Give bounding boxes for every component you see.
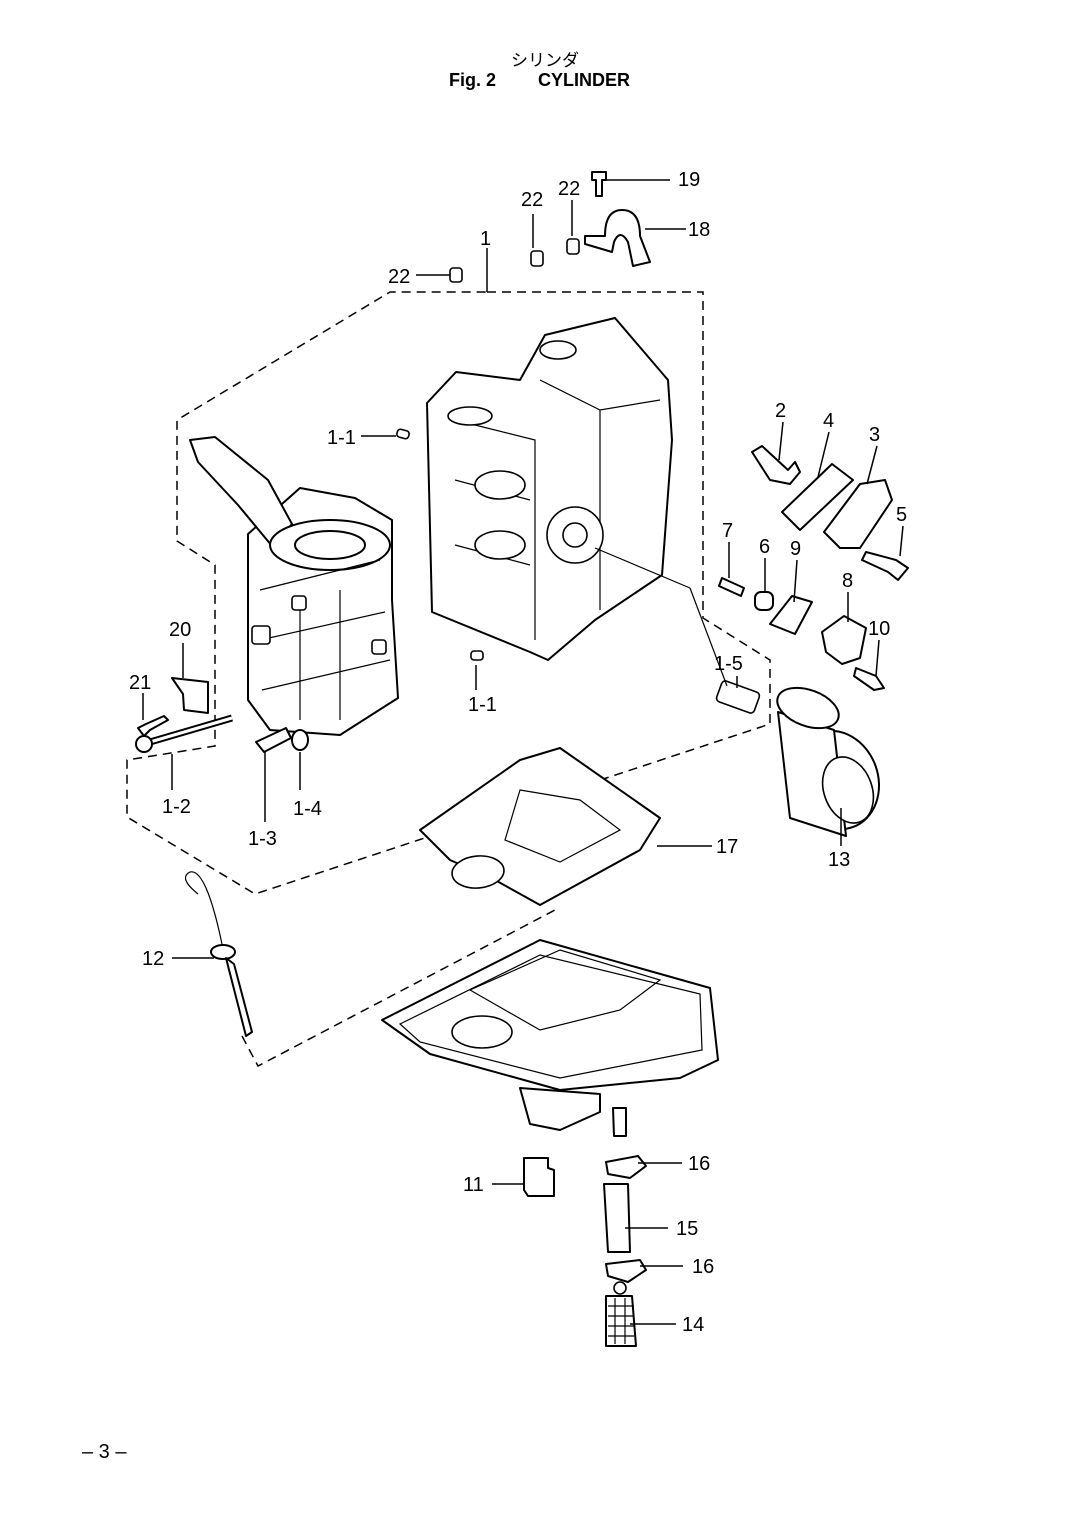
callout-14: 14: [682, 1314, 704, 1336]
oil-pan-group-outline: [241, 909, 556, 1068]
long-bolt-1-2-head: [135, 735, 153, 753]
page-number: – 3 –: [82, 1441, 127, 1463]
callout-9: 9: [790, 538, 801, 560]
cylinder-head: [189, 436, 399, 736]
figure-number: Fig. 2: [449, 70, 497, 90]
callout-12: 12: [142, 948, 164, 970]
bolt-1-3: [255, 727, 292, 753]
callout-18: 18: [688, 219, 710, 241]
drain-plug-11: [523, 1157, 555, 1197]
oil-pan: [381, 939, 719, 1131]
gasket-17: [419, 747, 661, 906]
bolt-19: [591, 171, 607, 197]
assembly-group-outline: [126, 291, 771, 895]
callout-1-3: 1-3: [248, 828, 277, 850]
bolt-7: [718, 577, 745, 597]
dipstick-12: [184, 871, 253, 1037]
fitting-nipple: [612, 1107, 627, 1137]
callout-15: 15: [676, 1218, 698, 1240]
hose-clip-16-upper: [605, 1155, 647, 1179]
figure-title-japanese: シリンダ: [511, 51, 579, 71]
figure-title: CYLINDER: [538, 70, 631, 90]
dowel-22-right: [566, 238, 580, 255]
sensor-2: [751, 445, 801, 485]
callout-1-2: 1-2: [162, 796, 191, 818]
callout-6: 6: [759, 536, 770, 558]
callout-8: 8: [842, 570, 853, 592]
dowel-pin-1-1-upper: [396, 428, 410, 440]
collar-6: [754, 591, 774, 611]
dowel-pin-1-1-lower: [470, 650, 484, 661]
callout-1-1-lower: 1-1: [468, 694, 497, 716]
oil-strainer-14: [605, 1281, 637, 1347]
clamp-18: [584, 209, 651, 267]
callout-1-1-upper: 1-1: [327, 427, 356, 449]
callout-1: 1: [480, 228, 491, 250]
callout-2: 2: [775, 400, 786, 422]
callout-17: 17: [716, 836, 738, 858]
callout-3: 3: [869, 424, 880, 446]
callout-22-center: 22: [521, 189, 543, 211]
callout-5: 5: [896, 504, 907, 526]
washer-1-4: [291, 729, 309, 751]
bolt-5: [861, 551, 909, 581]
leader-lines: [142, 179, 904, 1325]
cylinder-block: [426, 317, 673, 661]
oil-filter-13: [776, 686, 881, 837]
bolt-21: [137, 715, 169, 737]
callout-16-upper: 16: [688, 1153, 710, 1175]
cover-8: [821, 615, 867, 665]
callout-10: 10: [868, 618, 890, 640]
bracket-20: [171, 677, 209, 714]
callout-22-left: 22: [388, 266, 410, 288]
hose-clip-16-lower: [605, 1259, 647, 1283]
callout-16-lower: 16: [692, 1256, 714, 1278]
stud-1-5: [715, 680, 761, 714]
hose-15: [603, 1183, 631, 1253]
callout-7: 7: [722, 520, 733, 542]
callout-11: 11: [463, 1174, 484, 1196]
dowel-22-left: [449, 267, 463, 283]
dowel-22-center: [530, 250, 544, 267]
callout-1-4: 1-4: [293, 798, 322, 820]
callout-1-5: 1-5: [714, 653, 743, 675]
gasket-9: [769, 595, 813, 635]
callout-labels: 1 22 22 22 19 18 1-1 1-1 1-5 20 21 1-2 1…: [129, 169, 907, 1336]
callout-19: 19: [678, 169, 700, 191]
callout-21: 21: [129, 672, 151, 694]
callout-4: 4: [823, 410, 834, 432]
callout-22-right: 22: [558, 178, 580, 200]
gasket-4: [781, 463, 854, 531]
callout-13: 13: [828, 849, 850, 871]
bolt-10: [853, 667, 885, 691]
callout-20: 20: [169, 619, 191, 641]
cover-3: [823, 479, 893, 549]
